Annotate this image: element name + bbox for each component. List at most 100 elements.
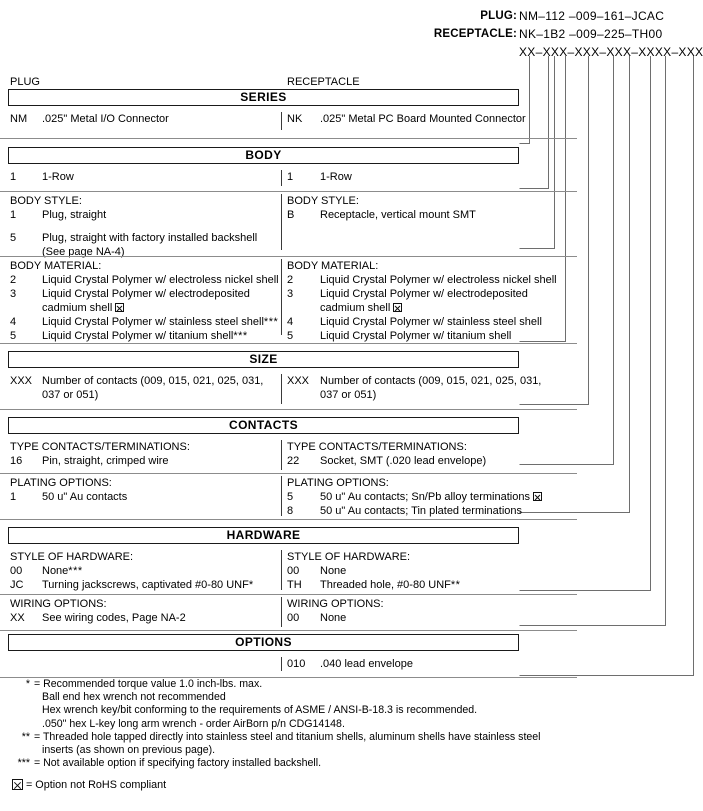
column-divider (281, 440, 282, 470)
footnote-single-asterisk: * = Recommended torque value 1.0 inch-lb… (0, 678, 600, 731)
option-code: 1 (10, 491, 17, 503)
group-heading: TYPE CONTACTS/TERMINATIONS: (10, 441, 190, 453)
section-title-hardware: HARDWARE (8, 527, 519, 544)
option-text: Number of contacts (009, 015, 021, 025, … (320, 375, 542, 387)
series-plug-column: NM.025" Metal I/O Connector (10, 112, 278, 126)
footnote-marker: *** (263, 316, 279, 328)
section-rule (0, 519, 577, 520)
part-number-value-plug: NM–112 –009–161–JCAC (519, 9, 665, 23)
option-text: 1-Row (320, 171, 352, 183)
option-code: XXX (287, 375, 310, 387)
option-code: 00 (287, 565, 300, 577)
option-text: cadmium shell (42, 302, 113, 314)
option-code: 00 (287, 612, 300, 624)
option-text: (See page NA-4) (42, 246, 125, 258)
section-rule (0, 594, 577, 595)
option-text: Liquid Crystal Polymer w/ electrodeposit… (320, 288, 528, 300)
part-number-value-mask: XX–XXX–XXX–XXX–XXXX–XXX (519, 45, 703, 59)
footnote-line: Hex wrench key/bit conforming to the req… (42, 704, 478, 717)
option-row: 010.040 lead envelope (287, 657, 567, 671)
footnote-marker: ** (450, 579, 461, 591)
column-divider (281, 476, 282, 516)
option-code: 4 (287, 316, 294, 328)
option-row: 4 Liquid Crystal Polymer w/ stainless ste… (10, 315, 278, 329)
footnote-marker: *** (68, 565, 83, 577)
option-text: .025" Metal PC Board Mounted Connector (320, 113, 526, 125)
section-title-options: OPTIONS (8, 634, 519, 651)
rohs-noncompliant-icon (115, 303, 125, 312)
option-code: 2 (10, 274, 17, 286)
section-title-series: SERIES (8, 89, 519, 106)
section-rule (0, 473, 577, 474)
column-divider (281, 194, 282, 250)
option-code: NK (287, 113, 303, 125)
column-divider (281, 112, 282, 130)
option-code: 3 (287, 288, 294, 300)
option-text: Pin, straight, crimped wire (42, 455, 169, 467)
option-row: NK .025" Metal PC Board Mounted Connector (287, 112, 567, 126)
column-caption-plug: PLUG (10, 76, 40, 88)
section-rule (0, 256, 577, 257)
legend-rohs: = Option not RoHS compliant (12, 778, 166, 792)
footnote-triple-asterisk: *** = Not available option if specifying… (0, 757, 600, 770)
part-number-row-mask: XX–XXX–XXX–XXX–XXXX–XXX (0, 44, 703, 61)
option-text: Plug, straight (42, 209, 107, 221)
part-number-row-plug: PLUG: NM–112 –009–161–JCAC (0, 8, 703, 25)
group-heading: BODY STYLE: (10, 195, 82, 207)
legend-rohs-text: = Option not RoHS compliant (26, 779, 167, 791)
part-number-label-plug: PLUG: (480, 10, 517, 22)
option-row: 00 None (287, 611, 567, 625)
option-code: 1 (10, 209, 17, 221)
option-code: 4 (10, 316, 17, 328)
section-rule (0, 138, 577, 139)
rohs-noncompliant-icon (532, 492, 542, 501)
option-text: 50 u" Au contacts; Sn/Pb alloy terminati… (320, 491, 530, 503)
footnote-line: = Recommended torque value 1.0 inch-lbs.… (34, 678, 263, 690)
column-divider (281, 550, 282, 590)
option-code: XXX (10, 375, 33, 387)
footnote-marker: ** (21, 730, 30, 743)
rohs-noncompliant-icon (393, 303, 403, 312)
option-text: Liquid Crystal Polymer w/ stainless stee… (42, 316, 264, 328)
column-caption-receptacle: RECEPTACLE (287, 76, 360, 88)
option-code: TH (287, 579, 302, 591)
group-heading: TYPE CONTACTS/TERMINATIONS: (287, 441, 467, 453)
group-heading: BODY MATERIAL: (10, 260, 102, 272)
option-code: 00 (10, 565, 23, 577)
option-text: Plug, straight with factory installed ba… (42, 232, 258, 244)
part-number-header: PLUG: NM–112 –009–161–JCAC RECEPTACLE: N… (0, 8, 703, 66)
footnote-line: inserts (as shown on previous page). (42, 744, 216, 757)
option-text: Socket, SMT (.020 lead envelope) (320, 455, 487, 467)
footnote-marker: *** (233, 330, 248, 342)
option-text: None (320, 612, 347, 624)
column-divider (281, 259, 282, 335)
footnote-line: .050" hex L-key long arm wrench - order … (42, 717, 345, 730)
option-text: Liquid Crystal Polymer w/ titanium shell (42, 330, 234, 342)
option-row: 1 Plug, straight (10, 208, 278, 222)
option-code: 3 (10, 288, 17, 300)
option-text: Receptacle, vertical mount SMT (320, 209, 476, 221)
option-code: 010 (287, 658, 306, 670)
option-text: 037 or 051) (320, 389, 377, 401)
option-row-continuation: 037 or 051) (10, 388, 278, 402)
